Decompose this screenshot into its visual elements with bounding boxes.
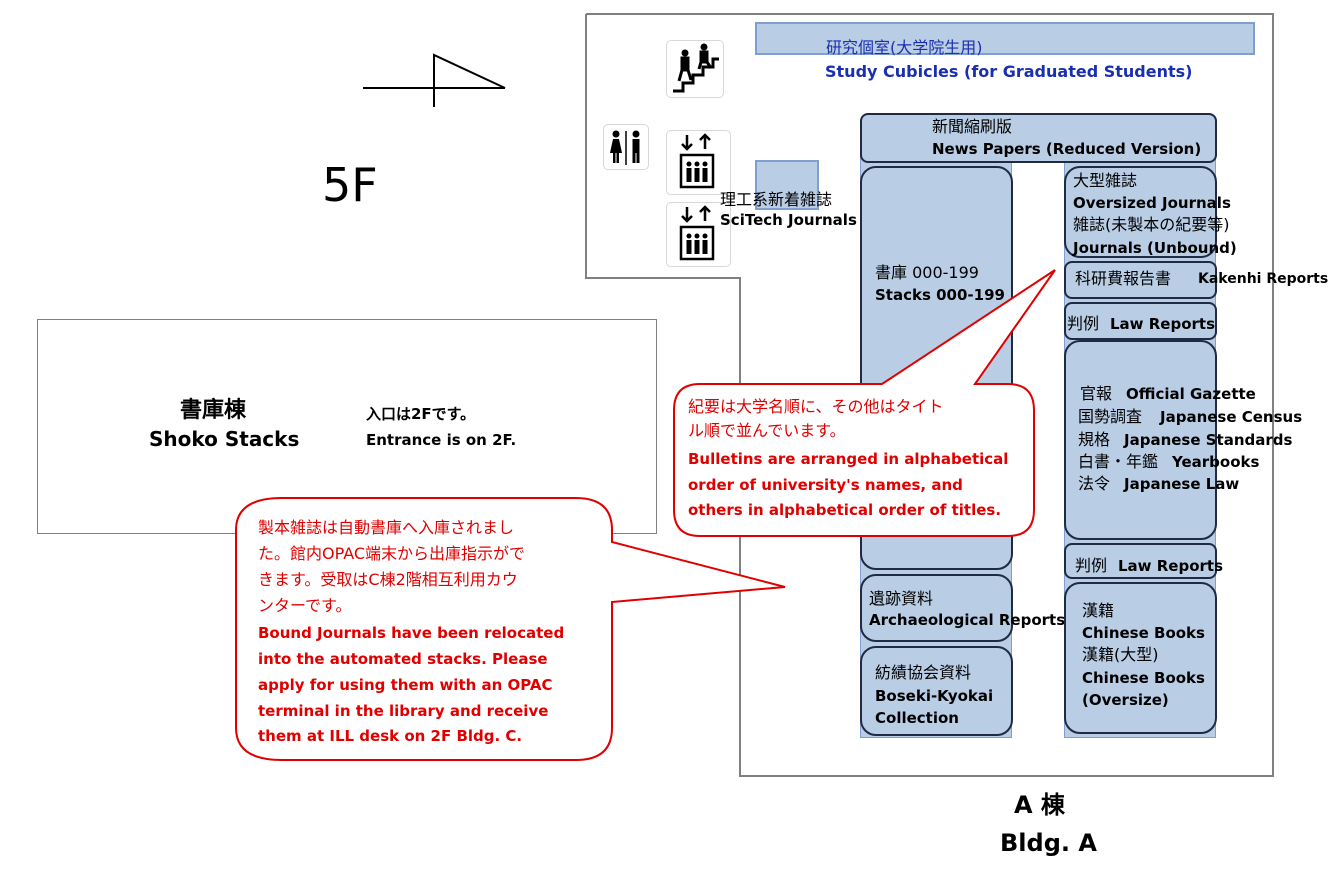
gazette-shelf: [1064, 340, 1217, 540]
bulletins-callout-jp1: 紀要は大学名順に、その他はタイト: [688, 397, 944, 416]
unbound-label-en: Journals (Unbound): [1073, 239, 1237, 257]
bound-callout-jp3: きます。受取はC棟2階相互利用カウ: [258, 570, 518, 589]
boseki-label-en1: Boseki-Kyokai: [875, 687, 994, 705]
gazette-label-en-1: Japanese Census: [1160, 408, 1303, 426]
shoko-entrance-en: Entrance is on 2F.: [366, 431, 517, 449]
chinese-oversize-label-en2: (Oversize): [1082, 691, 1169, 709]
law-reports-shelf-2: [1064, 543, 1217, 579]
shoko-title-jp: 書庫棟: [180, 398, 247, 423]
newspapers-label-en: News Papers (Reduced Version): [932, 140, 1202, 158]
newspapers-label-jp: 新聞縮刷版: [932, 117, 1013, 136]
law1-label-jp: 判例: [1067, 314, 1100, 333]
law2-label-jp: 判例: [1075, 556, 1108, 575]
gazette-label-en-4: Japanese Law: [1124, 475, 1240, 493]
bulletins-callout-en1: Bulletins are arranged in alphabetical: [688, 450, 1009, 468]
shoko-entrance-jp: 入口は2Fです。: [366, 405, 476, 423]
chinese-label-jp: 漢籍: [1082, 601, 1115, 620]
study-cubicles-area: [755, 22, 1255, 55]
building-a-label-en: Bldg. A: [1000, 829, 1097, 857]
elevator-icon: [666, 130, 731, 195]
bulletins-callout-jp2: ル順で並んでいます。: [688, 421, 846, 440]
chinese-books-shelf: [1064, 582, 1217, 734]
bound-callout-jp4: ンターです。: [258, 596, 352, 615]
floor-label: 5F: [322, 158, 378, 212]
archaeo-label-en: Archaeological Reports: [869, 611, 1066, 629]
bound-callout-en5: them at ILL desk on 2F Bldg. C.: [258, 727, 523, 745]
bound-callout-jp1: 製本雑誌は自動書庫へ入庫されまし: [258, 518, 515, 537]
building-a-label-jp: A 棟: [1014, 791, 1065, 819]
boseki-label-en2: Collection: [875, 709, 959, 727]
law2-label-en: Law Reports: [1118, 557, 1224, 575]
boseki-shelf: [860, 646, 1013, 736]
bulletins-callout-en2: order of university's names, and: [688, 476, 963, 494]
stacks-label-jp: 書庫 000-199: [875, 263, 979, 282]
kakenhi-label-en: Kakenhi Reports: [1198, 271, 1329, 287]
gazette-label-jp-2: 規格: [1078, 430, 1111, 449]
chinese-label-en: Chinese Books: [1082, 624, 1205, 642]
kakenhi-label-jp: 科研費報告書: [1075, 269, 1172, 288]
bulletins-callout-en3: others in alphabetical order of titles.: [688, 501, 1002, 519]
stacks-label-en: Stacks 000-199: [875, 286, 1005, 304]
gazette-label-en-2: Japanese Standards: [1124, 431, 1293, 449]
oversized-label-jp: 大型雑誌: [1073, 171, 1138, 190]
scitech-journals-area: [755, 160, 819, 210]
gazette-label-en-0: Official Gazette: [1126, 385, 1256, 403]
unbound-label-jp: 雑誌(未製本の紀要等): [1073, 215, 1230, 234]
bound-callout-en2: into the automated stacks. Please: [258, 650, 548, 668]
archaeological-shelf: [860, 574, 1013, 642]
scitech-label-jp: 理工系新着雑誌: [720, 190, 833, 209]
north-arrow-icon: [363, 53, 506, 107]
law-reports-shelf-1: [1064, 302, 1217, 340]
cubicles-label-en: Study Cubicles (for Graduated Students): [825, 62, 1193, 81]
law1-label-en: Law Reports: [1110, 315, 1216, 333]
oversized-label-en: Oversized Journals: [1073, 194, 1231, 212]
shoko-title-en: Shoko Stacks: [149, 427, 300, 451]
newspapers-shelf: [860, 113, 1217, 163]
gazette-label-jp-3: 白書・年鑑: [1078, 452, 1159, 471]
gazette-label-jp-0: 官報: [1080, 384, 1113, 403]
restroom-icon: [603, 124, 649, 170]
kakenhi-shelf: [1064, 261, 1217, 299]
archaeo-label-jp: 遺跡資料: [869, 589, 934, 608]
elevator-icon: [666, 202, 731, 267]
bound-callout-en1: Bound Journals have been relocated: [258, 624, 565, 642]
gazette-label-en-3: Yearbooks: [1172, 453, 1260, 471]
stairs-icon: [666, 40, 724, 98]
boseki-label-jp: 紡績協会資料: [875, 663, 972, 682]
gazette-label-jp-1: 国勢調査: [1078, 407, 1143, 426]
oversized-journals-shelf: [1064, 166, 1217, 258]
chinese-oversize-label-en: Chinese Books: [1082, 669, 1205, 687]
cubicles-label-jp: 研究個室(大学院生用): [826, 38, 983, 57]
bound-callout-en4: terminal in the library and receive: [258, 702, 549, 720]
bound-callout-jp2: た。館内OPAC端末から出庫指示がで: [258, 544, 526, 563]
chinese-oversize-label-jp: 漢籍(大型): [1082, 645, 1159, 664]
gazette-label-jp-4: 法令: [1078, 474, 1111, 493]
bound-callout-en3: apply for using them with an OPAC: [258, 676, 553, 694]
